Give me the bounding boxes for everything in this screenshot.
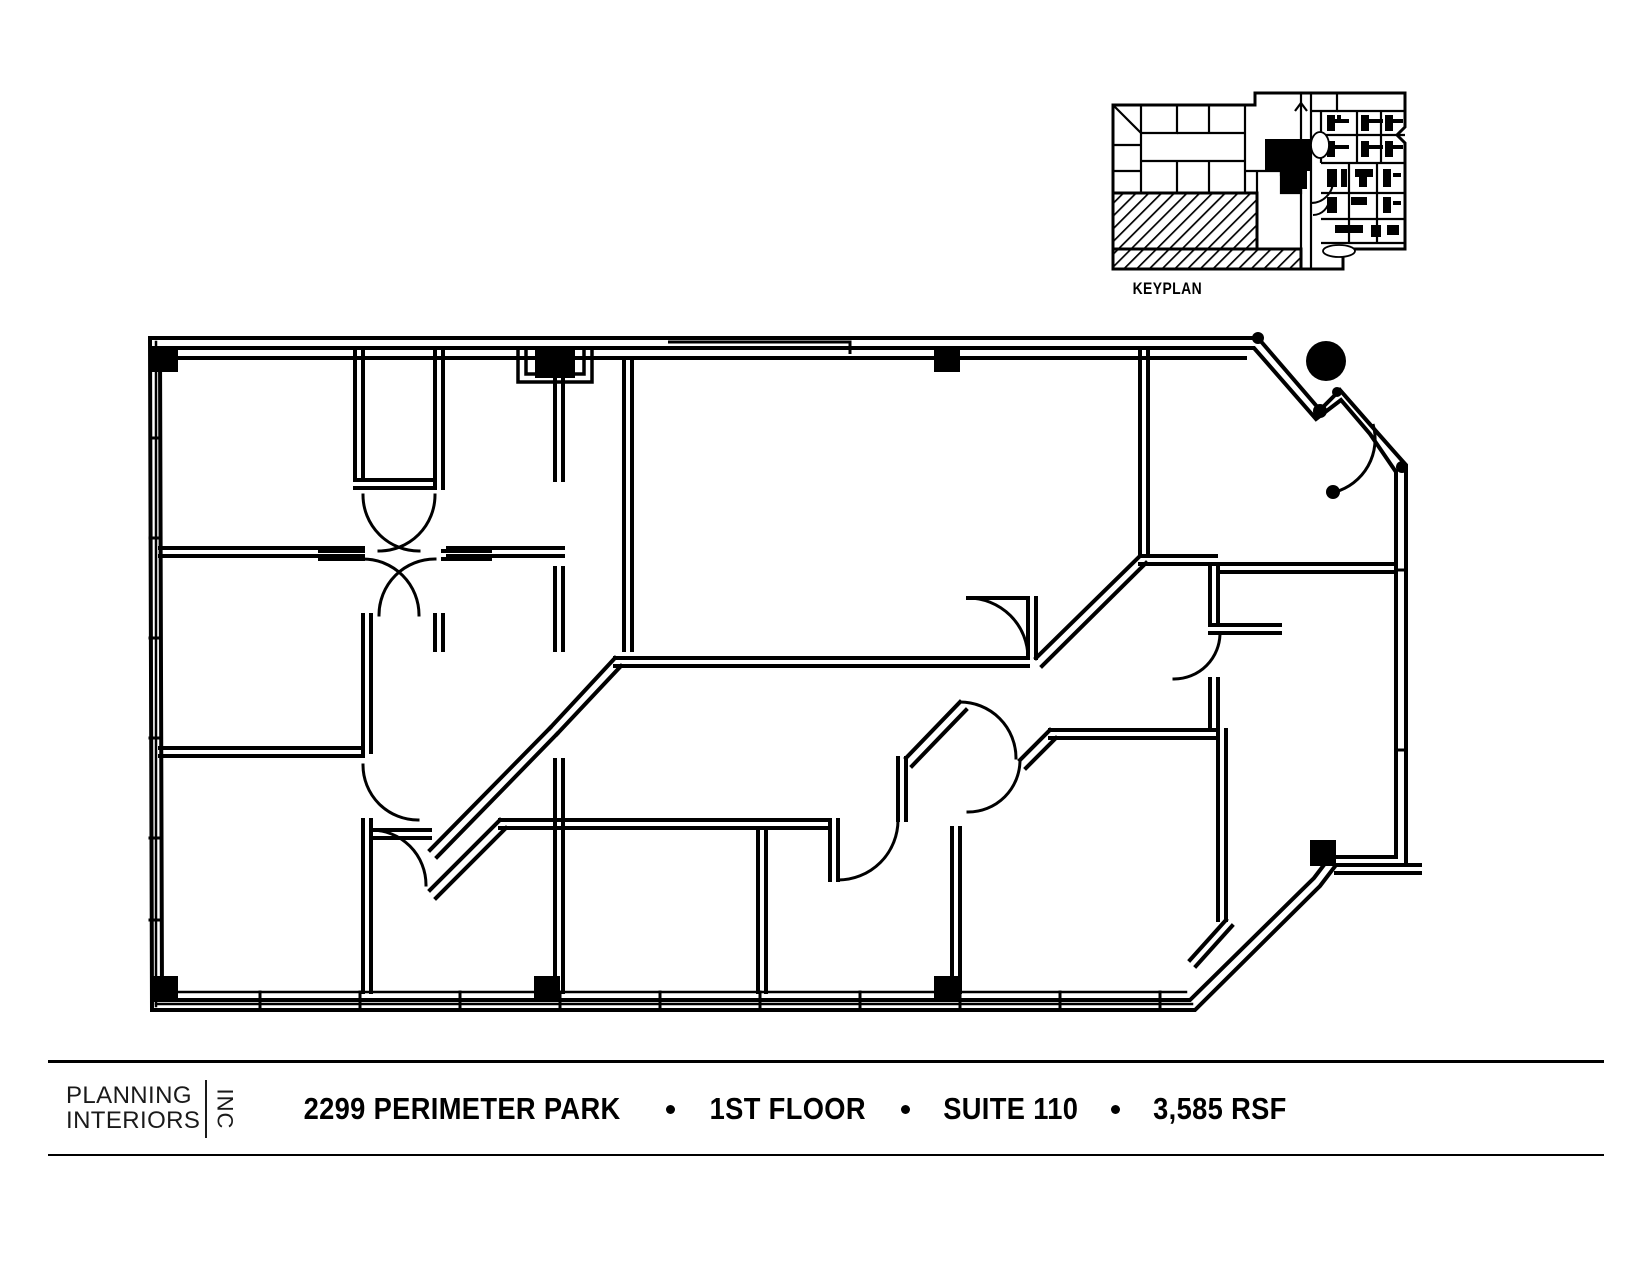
keyplan-diagram	[1111, 91, 1407, 271]
structural-columns	[152, 346, 1336, 1002]
column	[152, 346, 178, 372]
title-block: PLANNING INTERIORS INC 2299 PERIMETER PA…	[48, 1048, 1604, 1158]
title-rule-top	[48, 1060, 1604, 1063]
title-rule-bottom	[48, 1154, 1604, 1156]
company-logo: PLANNING INTERIORS INC	[66, 1078, 238, 1140]
logo-inc-wrapper: INC	[212, 1078, 238, 1140]
logo-divider	[205, 1080, 208, 1138]
exterior-wall-outer	[147, 336, 1408, 1012]
column	[534, 976, 560, 1002]
title-suite: SUITE 110	[942, 1091, 1079, 1126]
title-separator-dot	[1111, 1104, 1121, 1114]
logo-inc-text: INC	[212, 1088, 238, 1130]
column	[152, 976, 178, 1002]
title-text-row: 2299 PERIMETER PARK 1ST FLOOR SUITE 110 …	[282, 1078, 1296, 1140]
logo-line-1: PLANNING	[66, 1082, 192, 1110]
title-floor: 1ST FLOOR	[709, 1091, 867, 1126]
exterior-wall-inner	[157, 346, 1398, 1002]
floor-plan	[130, 320, 1460, 1050]
north-marker	[1306, 341, 1346, 381]
keyplan-label: KEYPLAN	[1132, 279, 1203, 298]
title-address: 2299 PERIMETER PARK	[303, 1091, 621, 1126]
keyplan: KEYPLAN	[1105, 83, 1415, 308]
column	[1310, 840, 1336, 866]
title-area: 3,585 RSF	[1153, 1091, 1287, 1126]
logo-wordmark: PLANNING INTERIORS	[66, 1078, 200, 1140]
title-separator-dot	[900, 1104, 910, 1114]
floor-plan-drawing	[147, 332, 1422, 1012]
entry-door-swing	[1334, 423, 1377, 494]
column	[934, 346, 960, 372]
column	[934, 976, 960, 1002]
title-separator-dot	[666, 1104, 676, 1114]
logo-line-2: INTERIORS	[66, 1107, 201, 1134]
